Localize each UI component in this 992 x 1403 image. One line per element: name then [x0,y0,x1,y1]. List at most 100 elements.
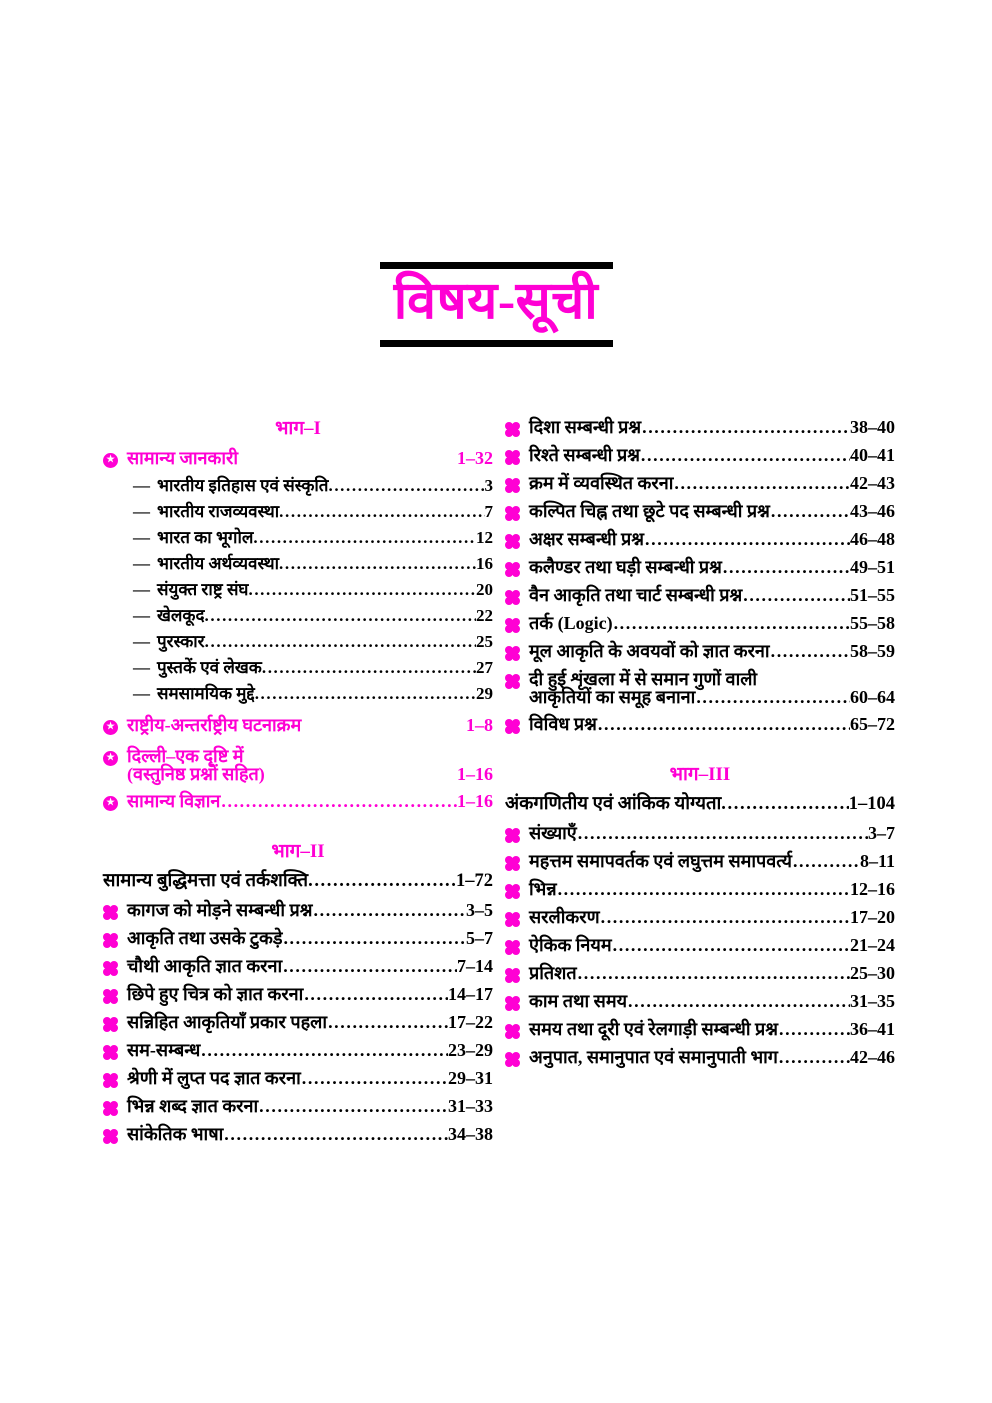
toc-item-fractions[interactable]: भिन्न ..................................… [505,880,895,900]
toc-item-pages: 38–40 [850,417,895,437]
toc-subentry-united-nations[interactable]: — संयुक्त राष्ट्र संघ ..................… [103,581,493,598]
leader-dots: ........................................… [600,908,850,927]
toc-subentry-pages: 29 [476,683,493,703]
toc-item-grouping-similar-figures[interactable]: दी हुई शृंखला में से समान गुणों वाली आकृ… [505,670,895,706]
toc-subentry-pages: 25 [476,631,493,651]
toc-entry-general-science[interactable]: सामान्य विज्ञान ........................… [103,792,493,811]
leader-dots: ........................................… [743,586,850,604]
toc-item-pages: 65–72 [850,714,895,734]
toc-item-coding-language[interactable]: सांकेतिक भाषा ..........................… [103,1124,493,1145]
toc-subentry-label: खेलकूद [157,605,205,625]
leader-dots: ........................................… [328,1013,448,1032]
leader-dots: ........................................… [577,964,850,983]
toc-item-analogy[interactable]: सम-सम्बन्ध .............................… [103,1041,493,1061]
toc-item-pages: 31–33 [448,1096,493,1117]
toc-item-hidden-figure[interactable]: छिपे हुए चित्र को ज्ञात करना ...........… [103,985,493,1005]
part-heading-1: भाग–I [275,418,321,439]
toc-item-figure-components[interactable]: मूल आकृति के अवयवों को ज्ञात करना ......… [505,642,895,661]
dash-marker: — [133,527,150,547]
toc-item-pages: 17–20 [850,907,895,928]
leader-dots: ........................................… [612,936,850,955]
toc-item-odd-word-out[interactable]: भिन्न शब्द ज्ञात करना ..................… [103,1096,493,1117]
toc-subentry-label: पुरस्कार [157,631,205,651]
flower-bullet-icon [505,446,529,465]
toc-item-label: सरलीकरण [529,907,600,928]
dash-marker: — [133,579,150,599]
leader-dots: ........................................… [204,606,476,624]
toc-subentry-indian-polity[interactable]: — भारतीय राजव्यवस्था ...................… [103,503,493,520]
toc-entry-delhi-at-a-glance[interactable]: दिल्ली–एक दृष्टि में (वस्तुनिष्ठ प्रश्नो… [103,747,493,783]
flower-bullet-icon [505,474,529,493]
flower-bullet-icon [103,1097,127,1117]
dash-marker: — [133,501,150,521]
toc-item-label-line1: दी हुई शृंखला में से समान गुणों वाली [529,669,758,689]
toc-item-letter-questions[interactable]: अक्षर सम्बन्धी प्रश्न ..................… [505,530,895,549]
toc-subentry-geography[interactable]: — भारत का भूगोल ........................… [103,529,493,546]
toc-subentry-current-affairs[interactable]: — समसामयिक मुद्दे ......................… [103,685,493,702]
dash-marker: — [133,605,150,625]
dash-marker: — [133,657,150,677]
leader-dots: ........................................… [721,794,848,814]
toc-item-label: समय तथा दूरी एवं रेलगाड़ी सम्बन्धी प्रश्… [529,1019,778,1040]
toc-item-hcf-lcm[interactable]: महत्तम समापवर्तक एवं लघुत्तम समापवर्त्य … [505,852,895,872]
toc-section-label: सामान्य बुद्धिमत्ता एवं तर्कशक्ति [103,870,309,891]
toc-section-general-intelligence[interactable]: सामान्य बुद्धिमत्ता एवं तर्कशक्ति ......… [103,872,493,891]
toc-item-paper-folding[interactable]: कागज को मोड़ने सम्बन्धी प्रश्न .........… [103,901,493,921]
toc-subentry-label: भारतीय राजव्यवस्था [157,501,280,521]
toc-subentry-books-authors[interactable]: — पुस्तकें एवं लेखक ....................… [103,659,493,676]
toc-item-work-and-time[interactable]: काम तथा समय ............................… [505,991,895,1012]
toc-item-simplification[interactable]: सरलीकरण ................................… [505,907,895,928]
toc-item-miscellaneous-questions[interactable]: विविध प्रश्न ...........................… [505,715,895,734]
leader-dots: ........................................… [253,528,476,546]
toc-item-imaginary-symbols[interactable]: कल्पित चिह्न तथा छूटे पद सम्बन्धी प्रश्न… [505,502,895,521]
flower-bullet-icon [505,642,529,661]
flower-bullet-icon [505,852,529,872]
leader-dots: ........................................… [313,901,467,920]
toc-item-percentage[interactable]: प्रतिशत ................................… [505,964,895,984]
flower-bullet-icon [505,418,529,437]
toc-item-label: कल्पित चिह्न तथा छूटे पद सम्बन्धी प्रश्न [529,501,770,521]
toc-item-pages: 7–14 [457,956,493,977]
toc-subentry-awards[interactable]: — पुरस्कार .............................… [103,633,493,650]
toc-subentry-indian-history[interactable]: — भारतीय इतिहास एवं संस्कृति ...........… [103,477,493,494]
toc-entry-national-international-events[interactable]: राष्ट्रीय-अन्तर्राष्ट्रीय घटनाक्रम 1–8 [103,716,493,735]
toc-item-venn-chart[interactable]: वैन आकृति तथा चार्ट सम्बन्धी प्रश्न ....… [505,586,895,605]
toc-item-ratio-proportion[interactable]: अनुपात, समानुपात एवं समानुपाती भाग .....… [505,1047,895,1068]
toc-item-ordering[interactable]: क्रम में व्यवस्थित करना ................… [505,474,895,493]
flower-bullet-icon [103,1069,127,1089]
dash-marker: — [133,631,150,651]
toc-item-label: कलैण्डर तथा घड़ी सम्बन्धी प्रश्न [529,557,722,577]
toc-subentry-pages: 7 [484,501,494,521]
toc-item-missing-series-term[interactable]: श्रेणी में लुप्त पद ज्ञात करना .........… [103,1069,493,1089]
toc-entry-pages: 1–16 [457,790,493,811]
leader-dots: ........................................… [261,658,476,676]
toc-subentry-economy[interactable]: — भारतीय अर्थव्यवस्था ..................… [103,555,493,572]
toc-item-label: सांकेतिक भाषा [127,1124,224,1145]
toc-subentry-pages: 16 [476,553,493,573]
toc-item-direction-questions[interactable]: दिशा सम्बन्धी प्रश्न ...................… [505,418,895,437]
flower-bullet-icon [103,1013,127,1033]
leader-dots: ........................................… [301,1069,448,1088]
toc-item-logic[interactable]: तर्क (Logic) ...........................… [505,614,895,633]
toc-item-pages: 17–22 [448,1012,493,1033]
toc-section-arithmetic-aptitude[interactable]: अंकगणितीय एवं आंकिक योग्यता ............… [505,795,895,814]
flower-bullet-icon [505,586,529,605]
leader-dots: ........................................… [204,632,476,650]
toc-item-label: काम तथा समय [529,991,628,1012]
toc-item-figure-pieces[interactable]: आकृति तथा उसके टुकड़े ..................… [103,929,493,949]
toc-item-pages: 42–46 [850,1047,895,1068]
toc-item-calendar-clock[interactable]: कलैण्डर तथा घड़ी सम्बन्धी प्रश्न .......… [505,558,895,577]
leader-dots: ........................................… [224,1125,448,1144]
toc-entry-general-knowledge[interactable]: सामान्य जानकारी 1–32 [103,449,493,468]
toc-item-pages: 31–35 [850,991,895,1012]
leader-dots: ........................................… [304,985,448,1004]
toc-subentry-sports[interactable]: — खेलकूद ...............................… [103,607,493,624]
toc-item-unitary-method[interactable]: ऐकिक नियम ..............................… [505,936,895,956]
toc-item-numbers[interactable]: संख्याएँ ...............................… [505,824,895,844]
toc-item-fourth-figure[interactable]: चौथी आकृति ज्ञात करना ..................… [103,956,493,977]
toc-item-embedded-figures[interactable]: सन्निहित आकृतियाँ प्रकार पहला ..........… [103,1012,493,1033]
leader-dots: ........................................… [770,642,850,660]
toc-item-blood-relations[interactable]: रिश्ते सम्बन्धी प्रश्न .................… [505,446,895,465]
toc-item-time-distance-trains[interactable]: समय तथा दूरी एवं रेलगाड़ी सम्बन्धी प्रश्… [505,1019,895,1040]
